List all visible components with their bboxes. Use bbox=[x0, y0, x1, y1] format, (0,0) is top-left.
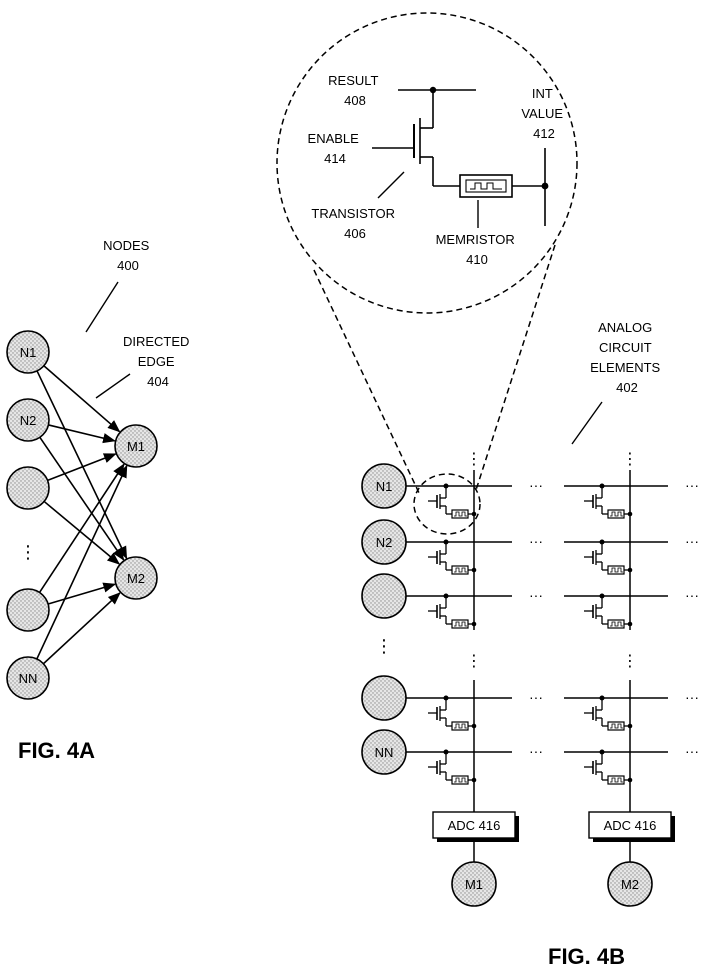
row-ellipsis: ··· bbox=[529, 743, 543, 759]
row-node-2-label: N2 bbox=[376, 535, 393, 550]
row-ellipsis: ··· bbox=[529, 587, 543, 603]
memristor-cell bbox=[583, 592, 634, 629]
directed-edge bbox=[39, 436, 125, 561]
analog-leader-line bbox=[571, 401, 603, 445]
adc-output-node-1-label: M1 bbox=[465, 877, 483, 892]
input-node-2-label: N2 bbox=[20, 413, 37, 428]
row-ellipsis-vertical: ⋮ bbox=[375, 636, 393, 656]
int-value-label: INT VALUE 412 bbox=[521, 86, 566, 141]
fig4a-directed-edges bbox=[36, 365, 128, 665]
row-node-5-label: NN bbox=[375, 745, 394, 760]
magnifier-cone-right bbox=[475, 244, 556, 491]
directed-edge bbox=[48, 424, 116, 444]
memristor-cell bbox=[427, 538, 478, 575]
row-ellipsis: ··· bbox=[685, 587, 699, 603]
input-node-2: N2 bbox=[6, 398, 50, 442]
input-node-4 bbox=[6, 588, 50, 632]
memristor-cell bbox=[427, 748, 478, 785]
memristor-cell bbox=[583, 694, 634, 731]
row-node-2: N2 bbox=[361, 519, 407, 565]
result-label: RESULT 408 bbox=[328, 73, 382, 108]
output-node-1-label: M1 bbox=[127, 439, 145, 454]
row-node-1-label: N1 bbox=[376, 479, 393, 494]
adc-output-node-2: M2 bbox=[607, 861, 653, 907]
adc-box-2 bbox=[588, 811, 672, 839]
memristor-cell bbox=[427, 592, 478, 629]
adc-output-node-1: M1 bbox=[451, 861, 497, 907]
directed-edge-leader-line bbox=[95, 373, 131, 399]
enlarged-circuit bbox=[372, 89, 546, 226]
column-top-ellipsis: ⋮ bbox=[466, 451, 482, 468]
magnified-cell-view: RESULT 408 ENABLE 414 TRANSISTOR 406 INT… bbox=[276, 12, 578, 535]
transistor-label: TRANSISTOR 406 bbox=[311, 206, 398, 241]
adc-label-1: ADC 416 bbox=[448, 818, 501, 833]
transistor-leader-line bbox=[377, 171, 405, 199]
magnified-cell-outline bbox=[413, 473, 481, 535]
row-ellipsis: ··· bbox=[685, 743, 699, 759]
directed-edge bbox=[47, 453, 117, 482]
fig4b-caption: FIG. 4B bbox=[548, 944, 625, 969]
input-node-5-label: NN bbox=[19, 671, 38, 686]
input-node-5: NN bbox=[6, 656, 50, 700]
row-node-5: NN bbox=[361, 729, 407, 775]
directed-edge-label: DIRECTED EDGE 404 bbox=[123, 334, 193, 389]
memristor-label: MEMRISTOR 410 bbox=[436, 232, 519, 267]
adc-output-node-2-label: M2 bbox=[621, 877, 639, 892]
output-node-2: M2 bbox=[114, 556, 158, 600]
fig4a-ellipsis: ⋮ bbox=[19, 542, 37, 562]
fig4a-caption: FIG. 4A bbox=[18, 738, 95, 763]
analog-circuit-label: ANALOG CIRCUIT ELEMENTS 402 bbox=[590, 320, 664, 395]
directed-edge bbox=[36, 464, 128, 660]
nodes-leader-line bbox=[85, 281, 119, 333]
row-node-3 bbox=[361, 573, 407, 619]
input-node-1-label: N1 bbox=[20, 345, 37, 360]
column-top-ellipsis: ⋮ bbox=[622, 451, 638, 468]
row-node-4 bbox=[361, 675, 407, 721]
row-node-1: N1 bbox=[361, 463, 407, 509]
directed-edge bbox=[42, 592, 121, 665]
magnifier-cone-left bbox=[313, 269, 421, 496]
column-mid-ellipsis: ⋮ bbox=[622, 653, 638, 670]
input-node-3 bbox=[6, 466, 50, 510]
row-ellipsis: ··· bbox=[685, 533, 699, 549]
row-ellipsis: ··· bbox=[529, 689, 543, 705]
column-mid-ellipsis: ⋮ bbox=[466, 653, 482, 670]
row-ellipsis: ··· bbox=[685, 689, 699, 705]
adc-label-2: ADC 416 bbox=[604, 818, 657, 833]
row-ellipsis: ··· bbox=[529, 533, 543, 549]
directed-edge bbox=[38, 463, 125, 593]
memristor-cell bbox=[427, 694, 478, 731]
output-node-2-label: M2 bbox=[127, 571, 145, 586]
crossbar-array: ⋮ ⋮ ⋮ ⋮ ··· ··· N1 ··· ··· N2 ··· ··· ··· ··· ··· ··· NN… bbox=[361, 451, 699, 907]
output-node-1: M1 bbox=[114, 424, 158, 468]
magnifier-circle bbox=[276, 12, 578, 314]
directed-edge bbox=[43, 365, 121, 433]
directed-edge bbox=[47, 582, 117, 605]
memristor-cell bbox=[427, 482, 478, 519]
memristor-cell bbox=[583, 538, 634, 575]
directed-edge bbox=[43, 500, 121, 565]
row-ellipsis: ··· bbox=[685, 477, 699, 493]
memristor-cell bbox=[583, 748, 634, 785]
row-ellipsis: ··· bbox=[529, 477, 543, 493]
memristor-cell bbox=[583, 482, 634, 519]
enable-label: ENABLE 414 bbox=[308, 131, 363, 166]
directed-edge bbox=[36, 370, 128, 560]
input-node-1: N1 bbox=[6, 330, 50, 374]
nodes-label: NODES 400 bbox=[103, 238, 153, 273]
fig4b-diagram: ANALOG CIRCUIT ELEMENTS 402 ⋮ ⋮ ⋮ ⋮ ··· ··· N1… bbox=[361, 320, 699, 969]
